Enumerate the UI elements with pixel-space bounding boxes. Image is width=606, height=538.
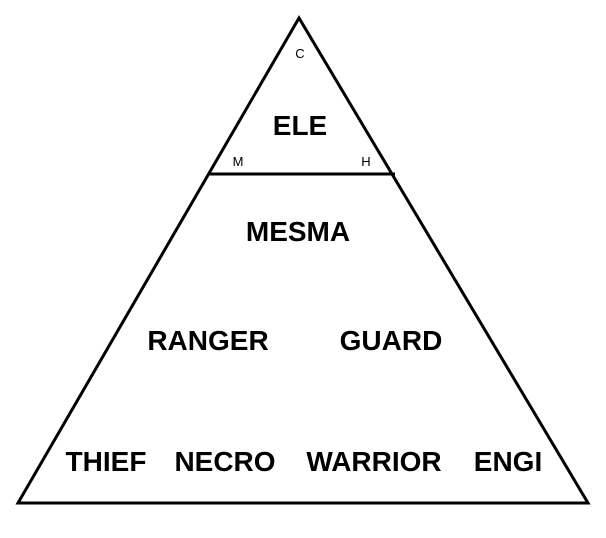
tier3-label-2: NECRO <box>174 446 275 477</box>
apex-corner-top-label: C <box>295 46 304 61</box>
apex-corner-right-label: H <box>361 154 370 169</box>
tier1-label: MESMA <box>246 216 350 247</box>
tier2-right-label: GUARD <box>340 325 443 356</box>
apex-corner-left-label: M <box>233 154 244 169</box>
pyramid-outline <box>15 15 591 505</box>
tier3-label-1: THIEF <box>66 446 147 477</box>
tier3-label-3: WARRIOR <box>306 446 441 477</box>
tier3-label-4: ENGI <box>474 446 542 477</box>
apex-title: ELE <box>273 110 327 141</box>
tier2-left-label: RANGER <box>147 325 268 356</box>
